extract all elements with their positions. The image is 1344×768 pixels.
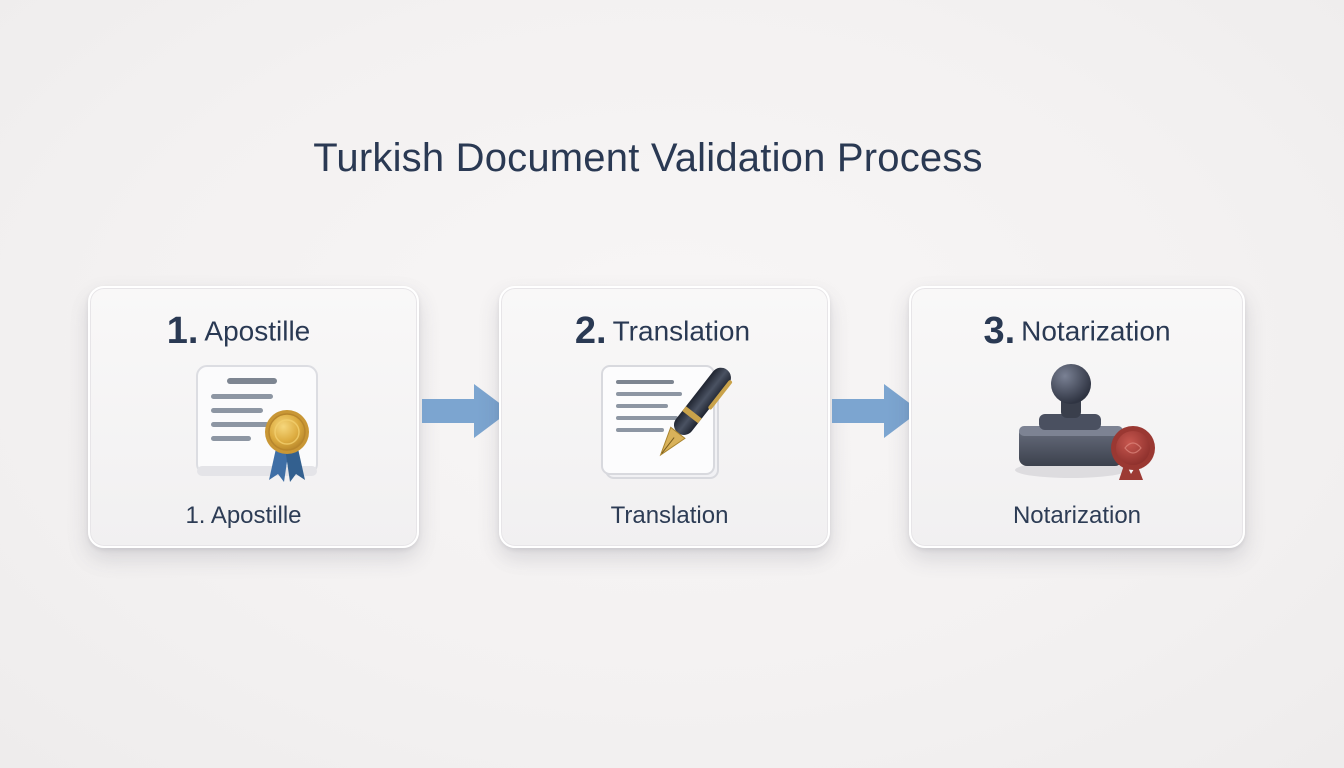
step-number: 3. xyxy=(983,310,1016,352)
step-title: Notarization xyxy=(1021,315,1171,347)
certificate-ribbon-icon xyxy=(185,362,335,487)
step-number: 2. xyxy=(574,310,607,352)
diagram-title: Turkish Document Validation Process xyxy=(313,136,983,180)
step-caption: 1. Apostille xyxy=(185,502,302,529)
step-heading: 1.Apostille xyxy=(75,310,402,353)
step-heading: 2.Translation xyxy=(499,310,826,353)
step-heading: 3.Notarization xyxy=(911,310,1243,353)
stamp-wax-seal-icon xyxy=(1011,362,1161,487)
arrow-right-icon xyxy=(422,384,510,438)
step-title: Translation xyxy=(612,315,751,347)
step-card-notarization: 3.Notarization xyxy=(909,286,1245,548)
arrow-right-icon xyxy=(832,384,920,438)
step-caption: Translation xyxy=(610,502,729,529)
step-card-translation: 2.Translation xyxy=(499,286,830,548)
step-number: 1. xyxy=(166,310,199,352)
step-card-apostille: 1.Apostille 1. Apostille xyxy=(88,286,419,548)
step-caption: Notarization xyxy=(1012,502,1142,529)
document-pen-icon xyxy=(596,362,746,487)
step-title: Apostille xyxy=(204,315,311,347)
